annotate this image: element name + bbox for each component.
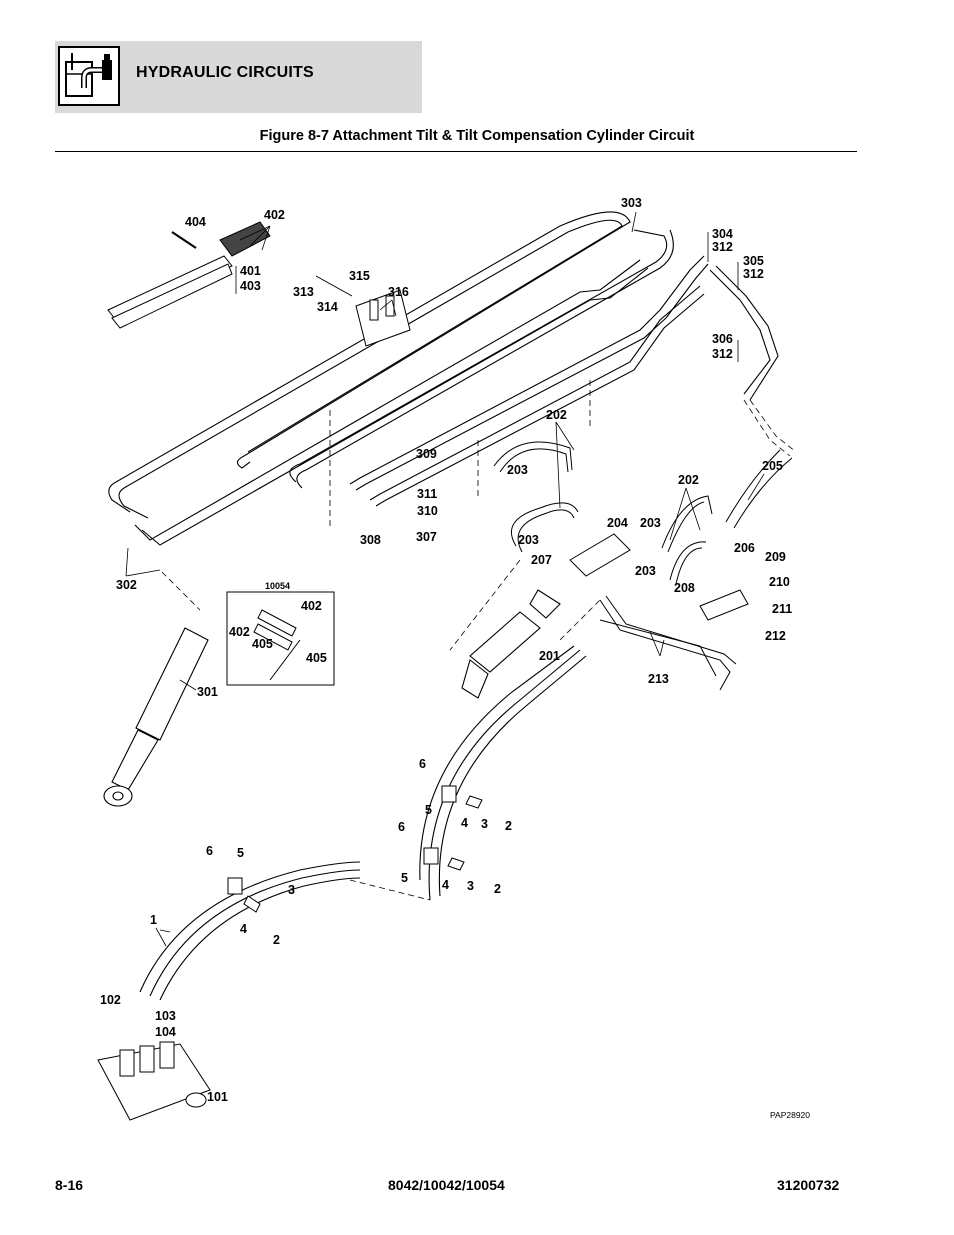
hose-clamps (227, 785, 483, 913)
callout-204: 204 (607, 516, 628, 530)
detail-inset-box (226, 591, 335, 686)
inset-callout-402-a: 402 (301, 599, 322, 613)
callout-1: 1 (150, 913, 157, 927)
callout-202-b: 202 (678, 473, 699, 487)
tilt-cylinder-301 (103, 627, 209, 807)
callout-301: 301 (197, 685, 218, 699)
callout-310: 310 (417, 504, 438, 518)
callout-403: 403 (240, 279, 261, 293)
callout-202-a: 202 (546, 408, 567, 422)
callout-4-c: 4 (240, 922, 247, 936)
callout-315: 315 (349, 269, 370, 283)
supply-hoses-1 (139, 645, 587, 1001)
figure-title: Figure 8-7 Attachment Tilt & Tilt Compen… (259, 128, 695, 144)
callout-213: 213 (648, 672, 669, 686)
hydraulic-reservoir-icon (58, 46, 120, 106)
inset-callout-405-a: 405 (252, 637, 273, 651)
inset-fittings (253, 609, 301, 681)
callout-205: 205 (762, 459, 783, 473)
section-title: HYDRAULIC CIRCUITS (136, 64, 314, 81)
hoses-202-205 (493, 441, 793, 585)
callout-2-c: 2 (273, 933, 280, 947)
title-rule (55, 151, 857, 152)
callout-5-a: 5 (425, 803, 432, 817)
mounting-plates (569, 533, 749, 621)
callout-6-b: 6 (398, 820, 405, 834)
callout-201: 201 (539, 649, 560, 663)
callout-311: 311 (417, 487, 437, 501)
compensation-cylinder-201 (461, 589, 561, 699)
callout-316: 316 (388, 285, 409, 299)
callout-104: 104 (155, 1025, 176, 1039)
callout-210: 210 (769, 575, 790, 589)
callout-401: 401 (240, 264, 261, 278)
callout-6-a: 6 (419, 757, 426, 771)
callout-312-c: 312 (712, 347, 733, 361)
callout-203-d: 203 (635, 564, 656, 578)
callout-2-b: 2 (494, 882, 501, 896)
callout-3-b: 3 (467, 879, 474, 893)
callout-211: 211 (772, 602, 792, 616)
inset-callout-402-b: 402 (229, 625, 250, 639)
callout-314: 314 (317, 300, 338, 314)
callout-309: 309 (416, 447, 437, 461)
callout-206: 206 (734, 541, 755, 555)
tube-bundle-303 (108, 211, 779, 546)
callout-208: 208 (674, 581, 695, 595)
callout-207: 207 (531, 553, 552, 567)
callout-203-a: 203 (507, 463, 528, 477)
boom-rail-section (107, 221, 271, 329)
callout-212: 212 (765, 629, 786, 643)
inset-model-label: 10054 (265, 581, 290, 591)
callout-302: 302 (116, 578, 137, 592)
footer-page-number: 8-16 (55, 1177, 84, 1193)
callout-3-a: 3 (481, 817, 488, 831)
callout-209: 209 (765, 550, 786, 564)
callout-402: 402 (264, 208, 285, 222)
callout-leaders (125, 211, 765, 947)
callout-4-a: 4 (461, 816, 468, 830)
callout-6-c: 6 (206, 844, 213, 858)
callout-2-a: 2 (505, 819, 512, 833)
callout-4-b: 4 (442, 878, 449, 892)
inset-callout-405-b: 405 (306, 651, 327, 665)
callout-101: 101 (207, 1090, 228, 1104)
callout-203-c: 203 (640, 516, 661, 530)
leader-dash-lines (161, 380, 797, 901)
callout-303: 303 (621, 196, 642, 210)
callout-305: 305 (743, 254, 764, 268)
callout-103: 103 (155, 1009, 176, 1023)
callout-307: 307 (416, 530, 437, 544)
callout-306: 306 (712, 332, 733, 346)
callout-308: 308 (360, 533, 381, 547)
callout-404: 404 (185, 215, 206, 229)
bracket-316 (355, 289, 411, 347)
callout-312-b: 312 (743, 267, 764, 281)
tubes-213 (599, 595, 737, 691)
callout-5-b: 5 (401, 871, 408, 885)
image-reference: PAP28920 (770, 1110, 810, 1120)
control-valve-101 (97, 1041, 211, 1121)
callout-3-c: 3 (288, 883, 295, 897)
callout-102: 102 (100, 993, 121, 1007)
callout-5-c: 5 (237, 846, 244, 860)
callout-304: 304 (712, 227, 733, 241)
footer-models: 8042/10042/10054 (388, 1177, 505, 1193)
callout-313: 313 (293, 285, 314, 299)
callout-203-b: 203 (518, 533, 539, 547)
footer-doc-number: 31200732 (777, 1177, 840, 1193)
callout-312-a: 312 (712, 240, 733, 254)
